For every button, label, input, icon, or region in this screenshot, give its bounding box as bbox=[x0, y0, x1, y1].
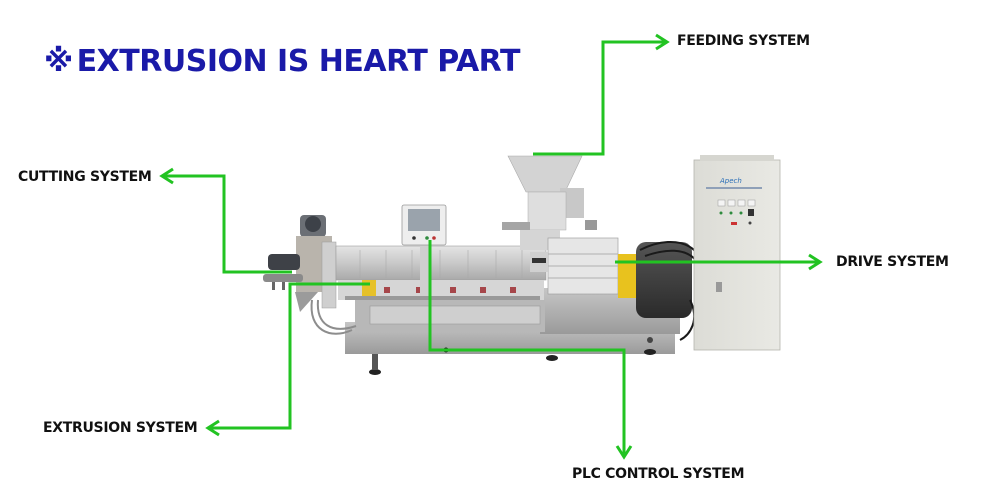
reference-mark-icon: ※ bbox=[44, 44, 73, 79]
plc-arrowhead bbox=[615, 445, 633, 460]
label-feeding-system: FEEDING SYSTEM bbox=[677, 33, 810, 49]
plc-arrow bbox=[428, 240, 626, 455]
drive-arrowhead bbox=[808, 253, 823, 271]
extrusion-arrow bbox=[210, 282, 370, 430]
feeding-arrowhead bbox=[655, 33, 670, 51]
cutting-arrowhead bbox=[159, 167, 174, 185]
label-extrusion-system: EXTRUSION SYSTEM bbox=[43, 420, 198, 436]
label-cutting-system: CUTTING SYSTEM bbox=[18, 169, 152, 185]
gearbox bbox=[530, 237, 638, 298]
electrical-control-cabinet: Apech bbox=[693, 155, 781, 351]
cutting-unit bbox=[263, 215, 357, 335]
feeding-arrow bbox=[533, 40, 665, 156]
title-text: EXTRUSION IS HEART PART bbox=[76, 44, 521, 79]
feeder-hopper bbox=[502, 155, 597, 250]
callout-arrows bbox=[159, 33, 823, 460]
plc-touch-panel bbox=[401, 204, 447, 296]
extruder-barrel bbox=[335, 245, 547, 300]
cutting-arrow bbox=[164, 174, 292, 274]
extrusion-arrowhead bbox=[205, 419, 220, 437]
machine-base bbox=[345, 288, 680, 375]
label-drive-system: DRIVE SYSTEM bbox=[836, 254, 949, 270]
label-plc-control-system: PLC CONTROL SYSTEM bbox=[572, 466, 745, 482]
page-title: ※EXTRUSION IS HEART PART bbox=[44, 44, 520, 79]
cabinet-brand-logo: Apech bbox=[719, 177, 742, 185]
